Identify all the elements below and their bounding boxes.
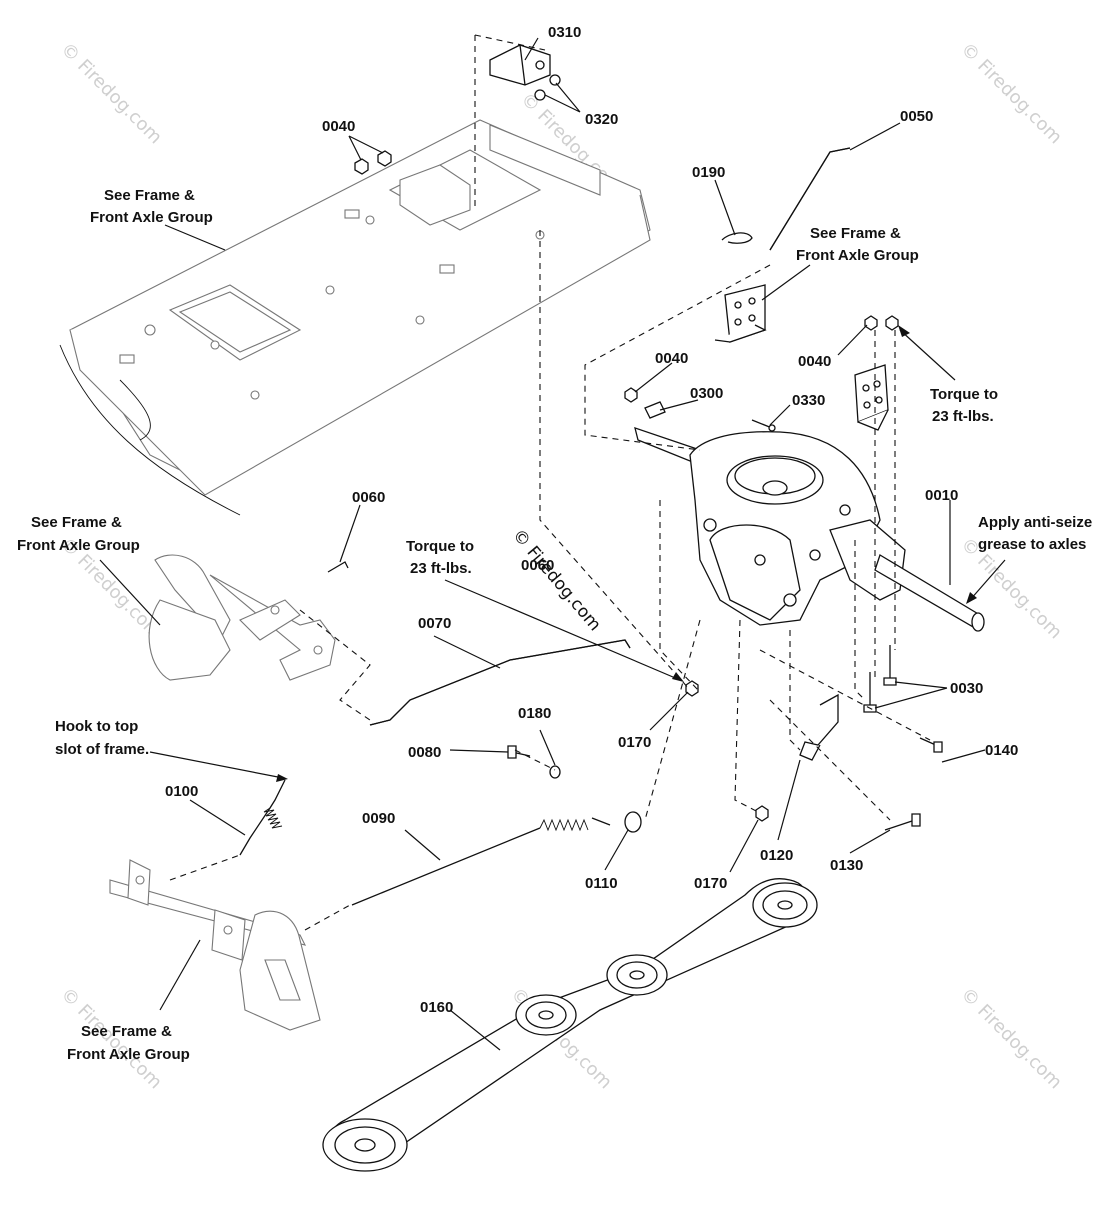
note-frame-right-line1: See Frame &: [810, 225, 901, 242]
watermark-text: © Firedog.com: [56, 39, 166, 149]
idler-0110-drawing: [624, 811, 642, 833]
part-label-0180: 0180: [518, 705, 551, 722]
bolt-0080-drawing: [507, 745, 531, 759]
part-label-0030: 0030: [950, 680, 983, 697]
pin-0060-drawing: [327, 561, 349, 573]
part-label-0140: 0140: [985, 742, 1018, 759]
watermark-text: © Firedog.com: [508, 525, 605, 635]
note-frame-top-line2: Front Axle Group: [90, 209, 213, 226]
note-frame-bottom-line1: See Frame &: [81, 1023, 172, 1040]
transaxle-drawing: [634, 427, 985, 632]
pedal-assembly-drawing: [148, 554, 336, 681]
rod-0050-drawing: [769, 147, 851, 251]
part-label-0130: 0130: [830, 857, 863, 874]
note-antiseize-line1: Apply anti-seize: [978, 514, 1092, 531]
part-label-0010: 0010: [925, 487, 958, 504]
bolt-0140-drawing: [919, 737, 943, 753]
part-label-0060: 0060: [352, 489, 385, 506]
part-label-0110: 0110: [585, 875, 618, 892]
bolt-0330-drawing: [751, 419, 776, 432]
bracket-0120-drawing: [799, 693, 839, 761]
alignment-lines: [169, 230, 931, 931]
part-label-0080: 0080: [408, 744, 441, 761]
nut-0040-top-drawing: [354, 150, 392, 175]
note-torque-right-line1: Torque to: [930, 386, 998, 403]
part-label-0310: 0310: [548, 24, 581, 41]
part-label-0120: 0120: [760, 847, 793, 864]
rod-0070-drawing: [369, 639, 631, 726]
note-frame-left-line2: Front Axle Group: [17, 537, 140, 554]
note-torque-mid-line1: Torque to: [406, 538, 474, 555]
bolt-0030-drawing: [863, 645, 897, 713]
leader-lines: [99, 37, 1006, 1051]
note-antiseize-line2: grease to axles: [978, 536, 1086, 553]
leader-dash: [474, 34, 546, 51]
part-label-0060: 0060: [521, 557, 554, 574]
nut-0170-lower-drawing: [755, 805, 769, 822]
part-label-0040: 0040: [322, 118, 355, 135]
note-frame-bottom-line2: Front Axle Group: [67, 1046, 190, 1063]
note-torque-mid-line2: 23 ft-lbs.: [410, 560, 472, 577]
washer-0180-drawing: [549, 765, 561, 779]
clip-0300-drawing: [644, 401, 666, 419]
nut-0170-upper-drawing: [685, 680, 699, 697]
part-number-labels: 0310 0320 0040 0050 0190 0040 0300 0330 …: [165, 24, 1018, 1016]
part-label-0090: 0090: [362, 810, 395, 827]
part-label-0050: 0050: [900, 108, 933, 125]
lower-lever-drawing: [109, 859, 321, 1031]
part-label-0170: 0170: [694, 875, 727, 892]
part-label-0170: 0170: [618, 734, 651, 751]
part-label-0040: 0040: [655, 350, 688, 367]
note-frame-right-line2: Front Axle Group: [796, 247, 919, 264]
nut-0040-right-drawing: [864, 315, 899, 331]
bracket-upper-drawing: [714, 284, 767, 343]
assembly-notes: See Frame & Front Axle Group See Frame &…: [17, 187, 1092, 1063]
part-label-0100: 0100: [165, 783, 198, 800]
bolt-0130-drawing: [884, 813, 921, 831]
part-label-0300: 0300: [690, 385, 723, 402]
part-label-0070: 0070: [418, 615, 451, 632]
part-label-0320: 0320: [585, 111, 618, 128]
part-label-0330: 0330: [792, 392, 825, 409]
note-hook-line1: Hook to top: [55, 718, 138, 735]
note-torque-right-line2: 23 ft-lbs.: [932, 408, 994, 425]
spring-0100-drawing: [239, 779, 286, 856]
bracket-0310-drawing: [489, 44, 561, 101]
note-frame-left-line1: See Frame &: [31, 514, 122, 531]
frame-drawing: [59, 119, 651, 516]
cable-0090-drawing: [351, 817, 611, 906]
part-label-0190: 0190: [692, 164, 725, 181]
watermark-text: © Firedog.com: [956, 39, 1066, 149]
belt-0160-drawing: [322, 878, 818, 1172]
nut-0040-mid-drawing: [624, 387, 638, 403]
note-hook-line2: slot of frame.: [55, 741, 149, 758]
watermark-text: © Firedog.com: [956, 984, 1066, 1094]
bracket-right-drawing: [854, 364, 889, 431]
part-label-0160: 0160: [420, 999, 453, 1016]
part-label-0040: 0040: [798, 353, 831, 370]
clip-0190-drawing: [721, 232, 753, 244]
note-frame-top-line1: See Frame &: [104, 187, 195, 204]
